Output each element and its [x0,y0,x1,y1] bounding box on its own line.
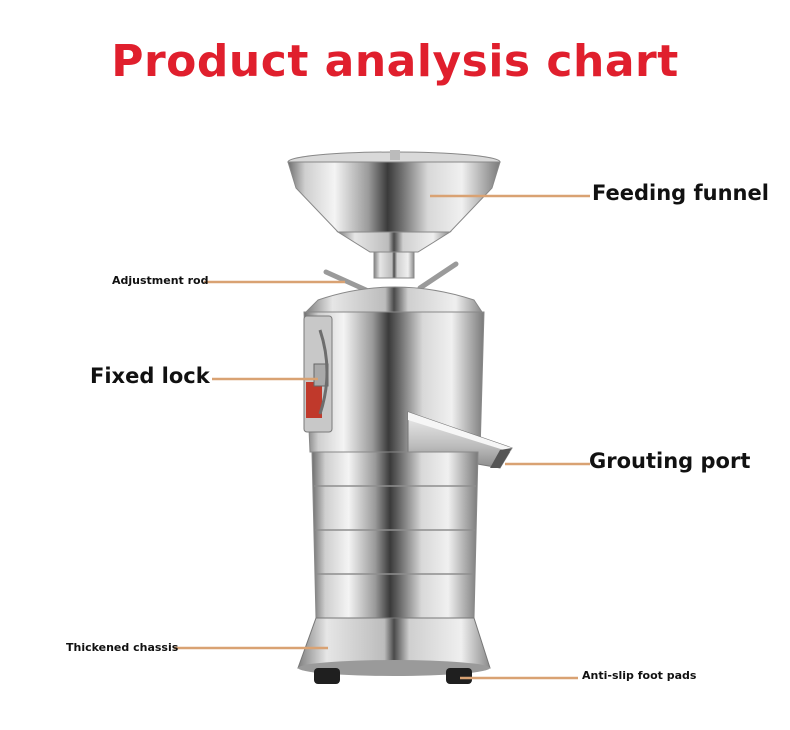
label-fixed-lock: Fixed lock [90,364,210,388]
page-title: Product analysis chart [111,36,679,87]
label-thickened-chassis: Thickened chassis [66,641,179,654]
label-adjustment-rod: Adjustment rod [112,274,209,287]
label-grouting-port: Grouting port [589,449,751,473]
leader-lines [174,194,590,680]
adjustment-rod-shape [323,261,459,293]
lower-body [311,451,479,619]
anti-slip-foot-pads-shape [314,668,472,684]
label-anti-slip-foot-pads: Anti-slip foot pads [582,669,697,682]
thickened-chassis-shape [297,617,491,676]
label-feeding-funnel: Feeding funnel [592,181,769,205]
feeding-funnel-shape [287,150,501,279]
fixed-lock-shape [303,315,333,433]
